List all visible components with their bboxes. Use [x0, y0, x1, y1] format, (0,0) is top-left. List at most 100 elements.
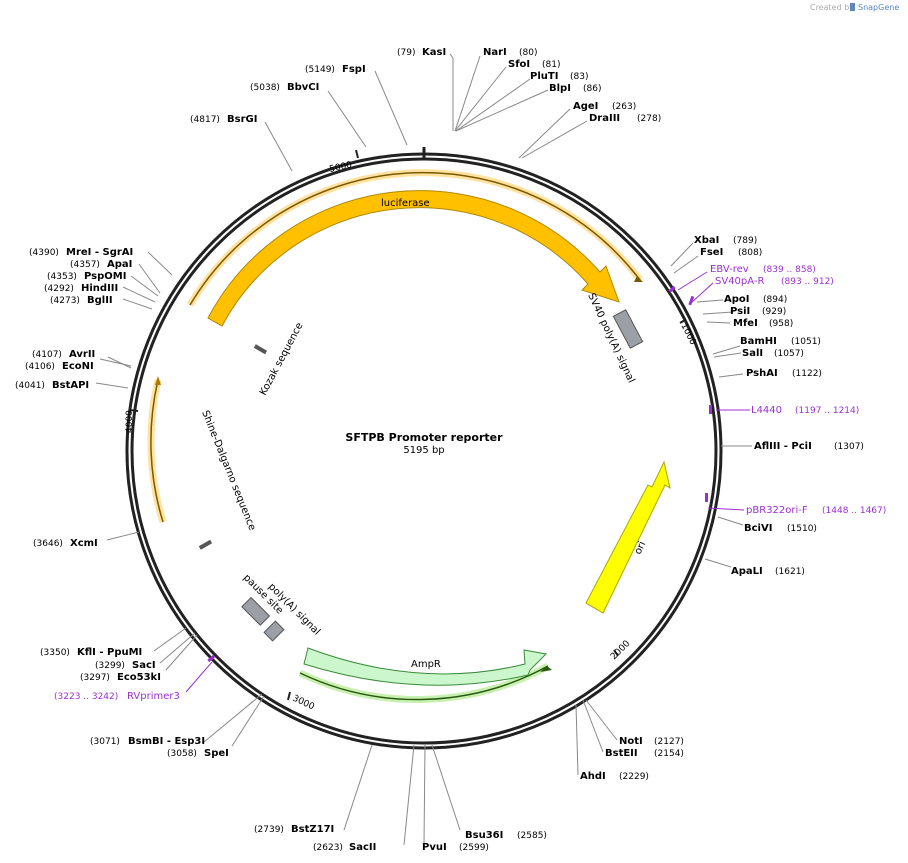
- enzyme-pluti[interactable]: PluTI: [530, 71, 558, 82]
- l4440-mark: [709, 405, 712, 414]
- enzyme-pvui[interactable]: PvuI: [422, 842, 447, 853]
- afliii-pos: (1307): [834, 442, 864, 452]
- enzyme-mfei[interactable]: MfeI: [733, 318, 758, 329]
- plasmid-name: SFTPB Promoter reporter: [345, 431, 503, 444]
- credit-text: Created by: [810, 3, 854, 12]
- luciferase-feature[interactable]: [207, 190, 620, 327]
- mfei-pos: (958): [769, 319, 793, 329]
- tick-4000: [129, 409, 139, 412]
- enzyme-labels-left: (2623) SacII (2739) BstZ17I (3058) SpeI …: [15, 64, 376, 853]
- pbr322ori-f-range: (1448 .. 1467): [822, 506, 886, 516]
- bsrgi-pos: (4817): [190, 115, 220, 125]
- kozak-label: Kozak sequence: [258, 321, 306, 397]
- luciferase-label: luciferase: [381, 198, 430, 209]
- enzyme-fspi[interactable]: FspI: [342, 64, 366, 75]
- primer-leader-lines: [185, 271, 750, 693]
- enzyme-ahdi[interactable]: AhdI: [580, 771, 606, 782]
- enzyme-noti[interactable]: NotI: [619, 736, 643, 747]
- enzyme-apali[interactable]: ApaLI: [731, 566, 763, 577]
- enzyme-agei[interactable]: AgeI: [573, 101, 598, 112]
- saci-pos: (3299): [95, 661, 125, 671]
- spei-pos: (3058): [167, 749, 197, 759]
- ori-feature[interactable]: [585, 460, 671, 614]
- enzyme-xbai[interactable]: XbaI: [694, 235, 719, 246]
- enzyme-bglii[interactable]: BglII: [87, 295, 113, 306]
- enzyme-sacii[interactable]: SacII: [349, 842, 376, 853]
- bbvci-pos: (5038): [250, 83, 280, 93]
- enzyme-kasi[interactable]: KasI: [422, 47, 446, 58]
- enzyme-apai[interactable]: ApaI: [107, 259, 132, 270]
- enzyme-spei[interactable]: SpeI: [204, 748, 229, 759]
- nari-pos: (80): [519, 48, 537, 58]
- enzyme-xcmi[interactable]: XcmI: [70, 538, 98, 549]
- left-orf-arrowhead: [155, 376, 161, 385]
- enzyme-bsteii[interactable]: BstEII: [605, 748, 638, 759]
- fsei-pos: (808): [738, 248, 762, 258]
- ebv-rev-range: (839 .. 858): [763, 265, 816, 275]
- ampr-strand-arrowhead: [540, 666, 552, 672]
- enzyme-saci[interactable]: SacI: [132, 660, 156, 671]
- enzyme-hindiii[interactable]: HindIII: [81, 283, 118, 294]
- tick-1000: [679, 319, 686, 324]
- enzyme-draiii[interactable]: DraIII: [589, 113, 620, 124]
- sv40pa-r-mark: [688, 295, 695, 306]
- kasi-pos: (79): [397, 48, 415, 58]
- enzyme-labels-right: (79) KasI NarI (80) SfoI (81) PluTI (83)…: [397, 47, 886, 853]
- bsmbi-pos: (3071): [90, 737, 120, 747]
- rvprimer3-range: (3223 .. 3242): [54, 692, 118, 702]
- primer-sv40pa-r[interactable]: SV40pA-R: [715, 276, 764, 287]
- enzyme-avrii[interactable]: AvrII: [69, 349, 95, 360]
- primer-rvprimer3[interactable]: RVprimer3: [127, 691, 180, 702]
- enzyme-blpi[interactable]: BlpI: [549, 83, 571, 94]
- ampr-strand: [299, 665, 549, 701]
- enzyme-nari[interactable]: NarI: [483, 47, 507, 58]
- enzyme-sfoi[interactable]: SfoI: [508, 59, 530, 70]
- tick-label-3000: 3000: [291, 694, 316, 713]
- enzyme-pshai[interactable]: PshAI: [746, 368, 778, 379]
- pvui-pos: (2599): [459, 843, 489, 853]
- enzyme-bsrgi[interactable]: BsrGI: [227, 114, 257, 125]
- polya-signal-feature[interactable]: [263, 620, 285, 642]
- enzyme-bsmbi-esp3i[interactable]: BsmBI - Esp3I: [128, 736, 205, 747]
- shine-dalgarno-feature[interactable]: [198, 539, 213, 550]
- primer-l4440[interactable]: L4440: [751, 405, 782, 416]
- pluti-pos: (83): [570, 72, 588, 82]
- enzyme-bstapi[interactable]: BstAPI: [52, 380, 89, 391]
- luciferase-strand-arrowhead: [634, 276, 643, 282]
- bglii-pos: (4273): [50, 296, 80, 306]
- enzyme-bstz17i[interactable]: BstZ17I: [291, 824, 334, 835]
- noti-pos: (2127): [654, 737, 684, 747]
- enzyme-econi[interactable]: EcoNI: [62, 361, 94, 372]
- sv40-polya-feature[interactable]: [612, 309, 644, 349]
- apai-pos: (4357): [70, 260, 100, 270]
- enzyme-bsu36i[interactable]: Bsu36I: [465, 830, 503, 841]
- enzyme-psii[interactable]: PsiI: [730, 306, 750, 317]
- primer-ebv-rev[interactable]: EBV-rev: [710, 264, 749, 275]
- xbai-pos: (789): [733, 236, 757, 246]
- rvprimer3-mark: [207, 654, 216, 663]
- kozak-feature[interactable]: [253, 344, 268, 355]
- enzyme-eco53ki[interactable]: Eco53kI: [117, 672, 161, 683]
- bstz17i-pos: (2739): [254, 825, 284, 835]
- enzyme-pspomi[interactable]: PspOMI: [84, 271, 126, 282]
- enzyme-leader-lines: [95, 53, 752, 846]
- enzyme-apoi[interactable]: ApoI: [724, 294, 750, 305]
- enzyme-fsei[interactable]: FseI: [700, 247, 723, 258]
- enzyme-bbvci[interactable]: BbvCI: [287, 82, 319, 93]
- enzyme-afliii-pcii[interactable]: AflIII - PciI: [754, 441, 812, 452]
- enzyme-kfli-ppumi[interactable]: KflI - PpuMI: [77, 647, 142, 658]
- econi-pos: (4106): [25, 362, 55, 372]
- pause-site-feature[interactable]: [241, 596, 271, 626]
- enzyme-sali[interactable]: SalI: [742, 348, 763, 359]
- sali-pos: (1057): [774, 349, 804, 359]
- primer-pbr322ori-f[interactable]: pBR322ori-F: [746, 505, 808, 516]
- mrei-pos: (4390): [29, 248, 59, 258]
- avrii-pos: (4107): [32, 350, 62, 360]
- eco53ki-pos: (3297): [80, 673, 110, 683]
- enzyme-bcivi[interactable]: BciVI: [744, 523, 772, 534]
- luciferase-strand: [189, 171, 641, 306]
- ampr-feature[interactable]: [303, 647, 548, 686]
- enzyme-bamhi[interactable]: BamHI: [740, 336, 777, 347]
- enzyme-mrei-sgrai[interactable]: MreI - SgrAI: [66, 247, 133, 258]
- tick-label-4000: 4000: [125, 410, 135, 433]
